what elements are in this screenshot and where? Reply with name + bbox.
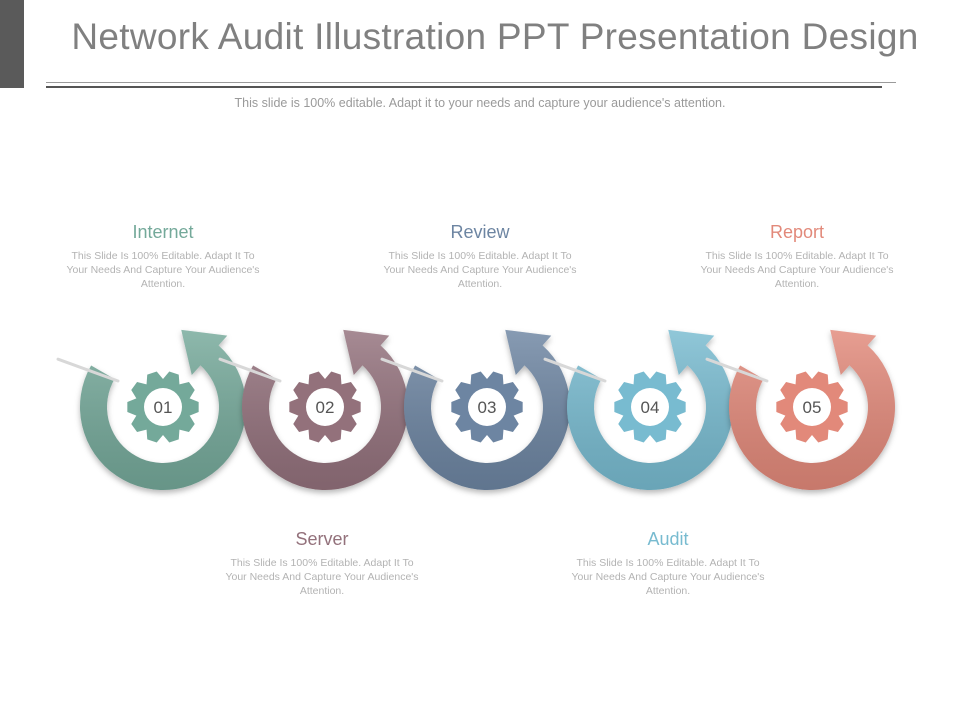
step-title: Audit — [647, 529, 689, 549]
gear-center — [468, 388, 506, 426]
step-label-report: Report This Slide Is 100% Editable. Adap… — [697, 222, 897, 291]
step-number: 05 — [803, 398, 822, 417]
gear-center — [793, 388, 831, 426]
arrow-tail-highlight — [380, 357, 444, 383]
step-title: Internet — [132, 222, 194, 242]
step-arrow-05: 05 — [705, 329, 896, 490]
step-arrow-04: 04 — [543, 329, 733, 490]
step-arrow-01: 01 — [56, 329, 246, 490]
step-description: This Slide Is 100% Editable. Adapt It To… — [383, 250, 577, 290]
step-description: This Slide Is 100% Editable. Adapt It To… — [66, 250, 260, 290]
step-number: 03 — [478, 398, 497, 417]
step-title: Server — [295, 529, 349, 549]
arrow-shading — [729, 329, 896, 490]
gear-center — [306, 388, 344, 426]
title-divider-thick — [46, 86, 882, 88]
step-arrow-02: 02 — [218, 329, 408, 490]
corner-accent-block — [0, 0, 24, 88]
step-label-audit: Audit This Slide Is 100% Editable. Adapt… — [568, 529, 768, 598]
step-number: 01 — [154, 398, 173, 417]
step-label-internet: Internet This Slide Is 100% Editable. Ad… — [63, 222, 263, 291]
step-title: Report — [769, 222, 825, 242]
step-number: 04 — [641, 398, 660, 417]
arrow-shading — [567, 329, 733, 490]
slide-subtitle: This slide is 100% editable. Adapt it to… — [234, 96, 726, 110]
gear-center — [631, 388, 669, 426]
arrow-shading — [79, 329, 246, 490]
step-arrow-03: 03 — [380, 329, 570, 490]
title-divider-thin — [46, 82, 896, 83]
arrow-shading — [403, 329, 570, 490]
arrow-tail-highlight — [218, 357, 282, 383]
arrow-tail-highlight — [543, 357, 607, 383]
step-label-review: Review This Slide Is 100% Editable. Adap… — [380, 222, 580, 291]
arrow-tail-highlight — [56, 357, 120, 383]
step-label-server: Server This Slide Is 100% Editable. Adap… — [222, 529, 422, 598]
arrow-shading — [241, 329, 408, 490]
arrow-tail-highlight — [705, 357, 769, 383]
gear-center — [144, 388, 182, 426]
slide-title: Network Audit Illustration PPT Presentat… — [71, 16, 919, 57]
step-title: Review — [450, 222, 510, 242]
step-number: 02 — [316, 398, 335, 417]
step-description: This Slide Is 100% Editable. Adapt It To… — [700, 250, 894, 290]
step-description: This Slide Is 100% Editable. Adapt It To… — [571, 557, 765, 597]
step-description: This Slide Is 100% Editable. Adapt It To… — [225, 557, 419, 597]
